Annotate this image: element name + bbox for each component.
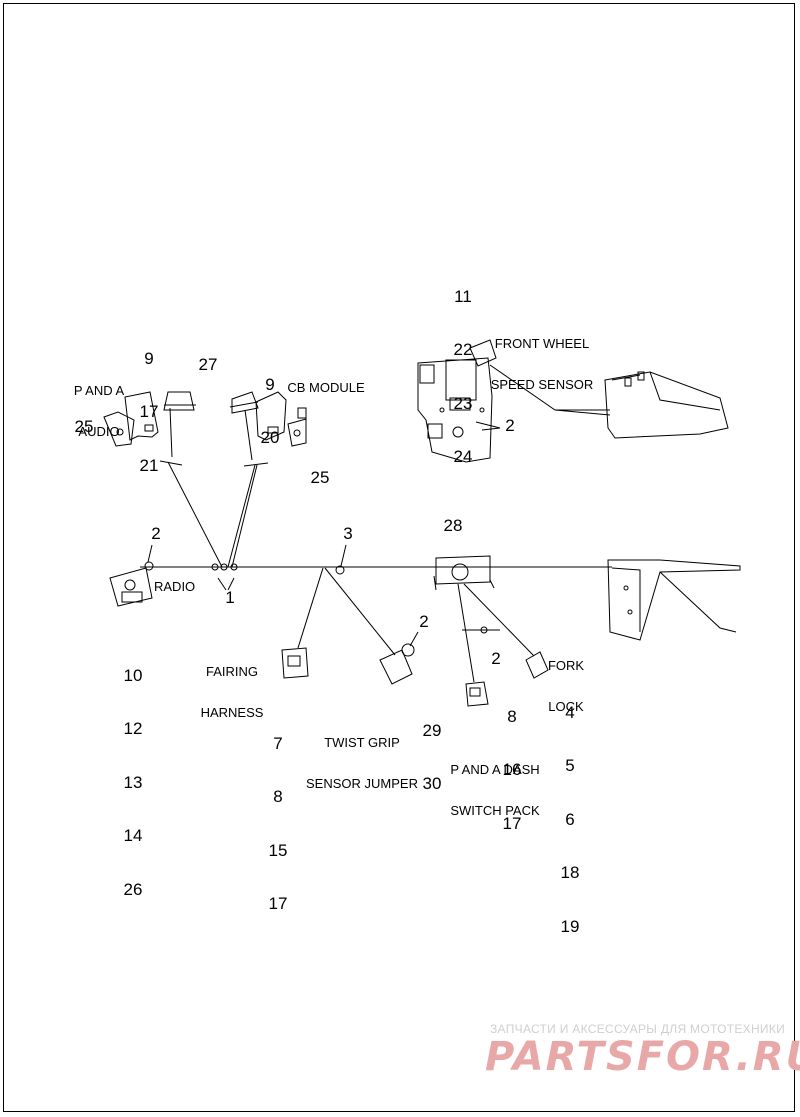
cb-module bbox=[255, 391, 287, 441]
branch-to-cb-2 bbox=[231, 464, 258, 568]
twist-grip-connector bbox=[379, 643, 415, 685]
fairing-callout-numbers: 7 8 15 17 bbox=[268, 733, 288, 914]
pa-audio-callout-numbers: 9 17 21 bbox=[139, 348, 159, 475]
callout-2-twist: 2 bbox=[419, 612, 429, 631]
callout-11: 11 bbox=[454, 286, 472, 306]
radio-callout-numbers: 10 12 13 14 26 bbox=[123, 665, 143, 899]
leader-2-sensor-a bbox=[475, 421, 501, 429]
callout-1: 1 bbox=[225, 588, 235, 607]
audio-stem bbox=[159, 407, 183, 466]
fork-callout-numbers: 4 5 6 18 19 bbox=[560, 702, 580, 936]
callout-24: 24 bbox=[453, 447, 473, 467]
callout-23: 23 bbox=[453, 393, 473, 413]
callout-25-right: 25 bbox=[310, 468, 330, 487]
leader-2-sensor-b bbox=[481, 427, 501, 431]
pa-dash-switch-caption: P AND A DASH SWITCH PACK bbox=[450, 762, 540, 819]
leader-1a bbox=[217, 577, 227, 591]
fairing-connector bbox=[281, 647, 309, 679]
cb-stem bbox=[243, 409, 269, 467]
dash-branch bbox=[457, 583, 475, 683]
callout-27: 27 bbox=[198, 355, 218, 374]
fender-lower bbox=[607, 559, 741, 641]
fairing-harness-caption: FAIRING HARNESS bbox=[200, 664, 264, 721]
callout-2-sensor: 2 bbox=[505, 416, 515, 435]
front-wheel-callout-numbers: 11 22 23 24 bbox=[451, 252, 475, 484]
callout-2-radio: 2 bbox=[151, 524, 161, 543]
radio-caption: RADIO bbox=[154, 579, 196, 594]
dash-callout-numbers: 8 16 17 bbox=[502, 706, 522, 833]
branch-to-audio bbox=[167, 461, 223, 568]
cb-callout-numbers: 9 20 bbox=[260, 374, 280, 448]
connector-27-right bbox=[229, 391, 259, 414]
leader-2-twist bbox=[409, 631, 419, 647]
cb-module-caption: CB MODULE bbox=[287, 380, 365, 395]
callout-28: 28 bbox=[443, 516, 463, 535]
fork-branch bbox=[463, 583, 535, 657]
fork-lock-connector bbox=[525, 651, 549, 679]
leader-2-radio bbox=[147, 544, 153, 563]
watermark-logo: PARTSFOR.RU bbox=[485, 1034, 800, 1080]
clip-2-dash bbox=[480, 626, 488, 634]
fork-lock-caption: FORK LOCK bbox=[547, 658, 585, 715]
clip-1b bbox=[220, 563, 228, 571]
leader-1b bbox=[227, 577, 235, 591]
leader-3 bbox=[340, 544, 347, 567]
callout-25-left: 25 bbox=[74, 417, 94, 436]
branch-to-cb bbox=[227, 464, 256, 568]
front-wheel-speed-sensor-caption: FRONT WHEEL SPEED SENSOR bbox=[490, 336, 594, 393]
watermark-tagline: ЗАПЧАСТИ И АКСЕССУАРЫ ДЛЯ МОТОТЕХНИКИ bbox=[490, 1022, 786, 1036]
twist-callout-numbers: 29 30 bbox=[422, 720, 442, 794]
pa-audio-module bbox=[124, 391, 159, 441]
radio-unit bbox=[109, 567, 153, 607]
twist-branch bbox=[324, 567, 396, 656]
sensor-wire bbox=[489, 364, 611, 416]
callout-2-dash: 2 bbox=[491, 649, 501, 668]
callout-3: 3 bbox=[343, 524, 353, 543]
pa-audio-small-part bbox=[103, 411, 135, 447]
clip-3 bbox=[335, 565, 345, 575]
fork-lock-bracket bbox=[433, 555, 495, 591]
clip-1c bbox=[230, 563, 238, 571]
pa-audio-caption: P AND A AUDIO bbox=[73, 383, 125, 440]
clip-radio bbox=[144, 561, 154, 571]
connector-27-left bbox=[163, 391, 196, 411]
fender-upper bbox=[604, 371, 729, 439]
callout-22: 22 bbox=[453, 340, 473, 360]
twist-grip-caption: TWIST GRIP SENSOR JUMPER bbox=[306, 735, 418, 792]
fairing-branch bbox=[297, 567, 324, 649]
clip-1a bbox=[211, 563, 219, 571]
front-wheel-sensor-connector bbox=[469, 339, 497, 367]
cb-small-part bbox=[287, 407, 307, 447]
diagram-frame bbox=[3, 3, 795, 1112]
dash-switch-connector bbox=[465, 681, 489, 707]
front-fork-bracket bbox=[417, 357, 493, 463]
